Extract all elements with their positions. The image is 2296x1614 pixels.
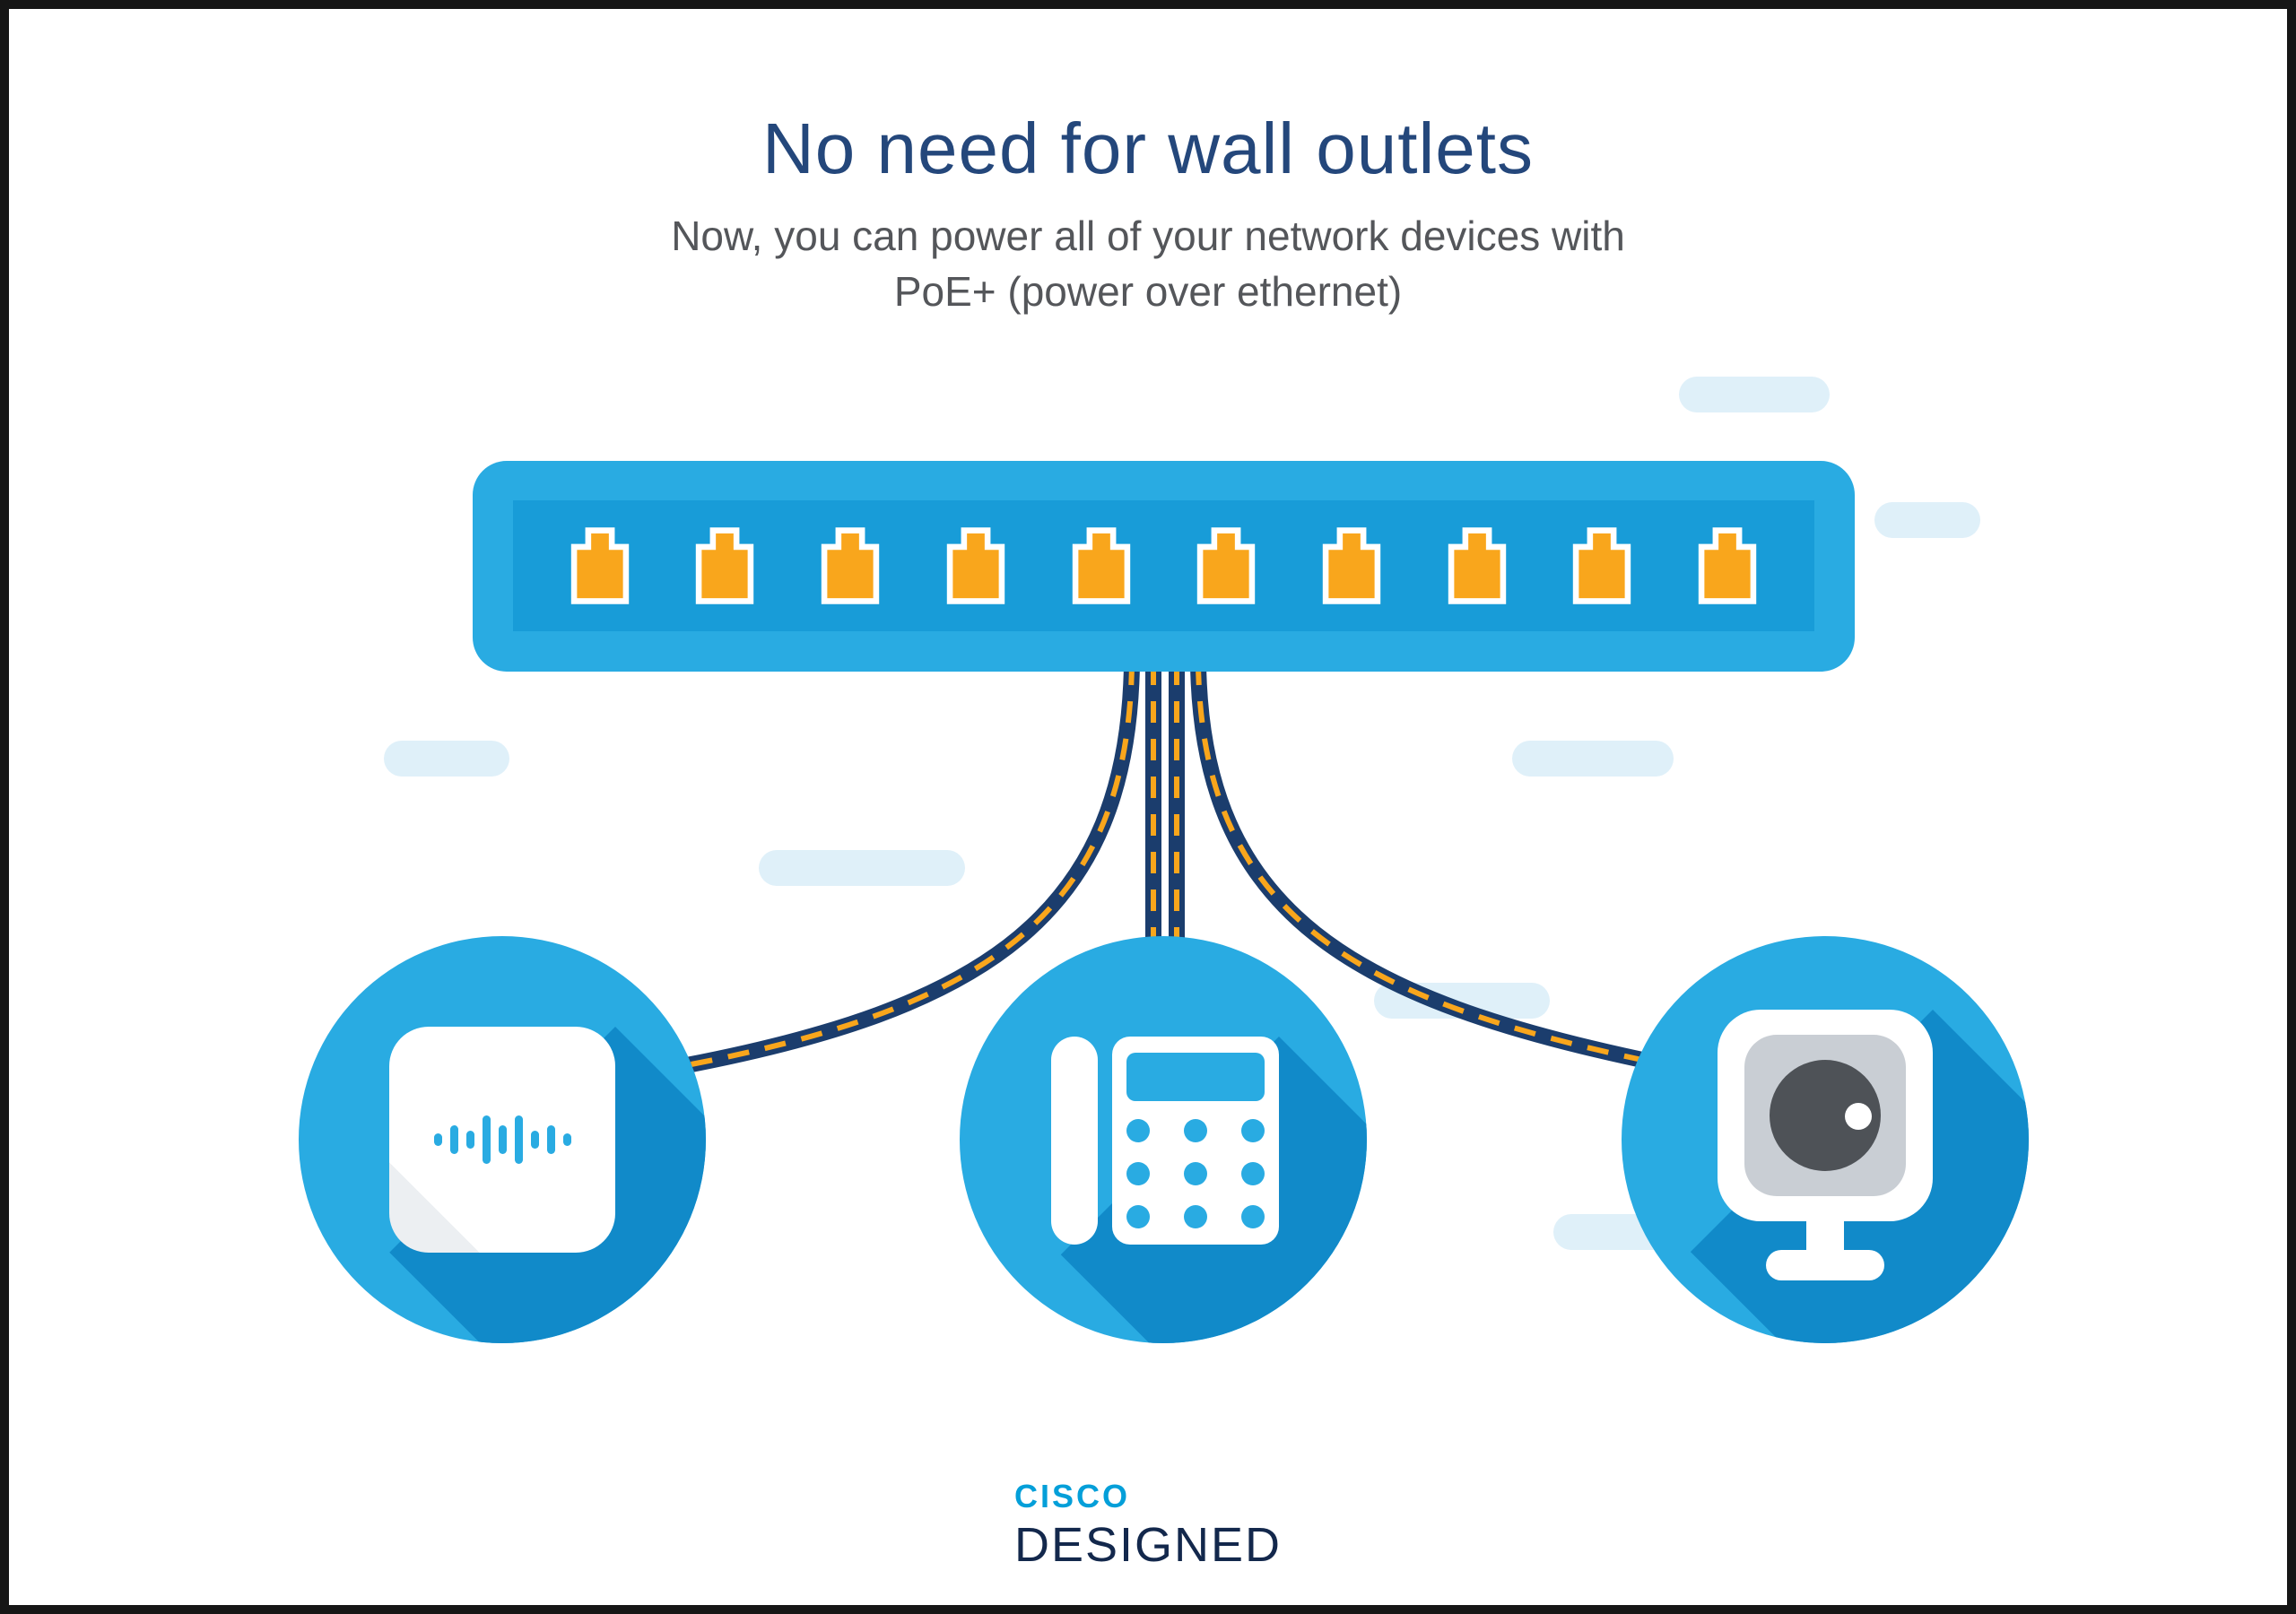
webcam-stand-neck bbox=[1806, 1219, 1844, 1254]
page-subtitle: Now, you can power all of your network d… bbox=[0, 208, 2296, 319]
ethernet-port-icon bbox=[1197, 527, 1256, 604]
ethernet-port-icon bbox=[1698, 527, 1757, 604]
access-point-icon bbox=[389, 1027, 615, 1253]
phone-icon bbox=[1112, 1037, 1279, 1245]
lens-highlight bbox=[1845, 1103, 1872, 1130]
phone-keypad bbox=[1126, 1119, 1265, 1228]
device-wireless-access-point bbox=[299, 936, 706, 1343]
page-title: No need for wall outlets bbox=[761, 108, 1534, 188]
device-ip-phone bbox=[960, 936, 1367, 1343]
webcam-stand-base bbox=[1766, 1250, 1884, 1280]
decor-pill bbox=[384, 741, 509, 777]
ethernet-port-icon bbox=[1072, 527, 1130, 604]
phone-handset-icon bbox=[1051, 1037, 1098, 1245]
switch-port-panel bbox=[513, 500, 1814, 631]
subtitle-line-2: PoE+ (power over ethernet) bbox=[893, 268, 1403, 315]
ethernet-port-icon bbox=[821, 527, 880, 604]
designed-wordmark: DESIGNED bbox=[1013, 1518, 1283, 1572]
webcam-icon bbox=[1718, 1010, 1933, 1221]
decor-pill bbox=[1679, 377, 1830, 412]
ethernet-port-icon bbox=[696, 527, 754, 604]
device-security-camera bbox=[1622, 936, 2029, 1343]
phone-screen bbox=[1126, 1053, 1265, 1101]
ethernet-port-icon bbox=[1322, 527, 1381, 604]
decor-pill bbox=[1512, 741, 1674, 777]
subtitle-line-1: Now, you can power all of your network d… bbox=[671, 213, 1625, 259]
poe-switch bbox=[473, 461, 1855, 672]
ethernet-port-icon bbox=[1448, 527, 1506, 604]
decor-pill bbox=[1874, 502, 1980, 538]
signal-waveform-icon bbox=[389, 1027, 615, 1253]
ethernet-port-icon bbox=[946, 527, 1005, 604]
webcam-lens bbox=[1770, 1060, 1881, 1171]
cisco-wordmark: CISCO bbox=[1013, 1478, 1130, 1514]
webcam-housing bbox=[1744, 1035, 1906, 1196]
ethernet-port-icon bbox=[570, 527, 629, 604]
decor-pill bbox=[759, 850, 965, 886]
ethernet-port-icon bbox=[1573, 527, 1631, 604]
cisco-designed-logo: CISCO DESIGNED bbox=[0, 1478, 2296, 1573]
